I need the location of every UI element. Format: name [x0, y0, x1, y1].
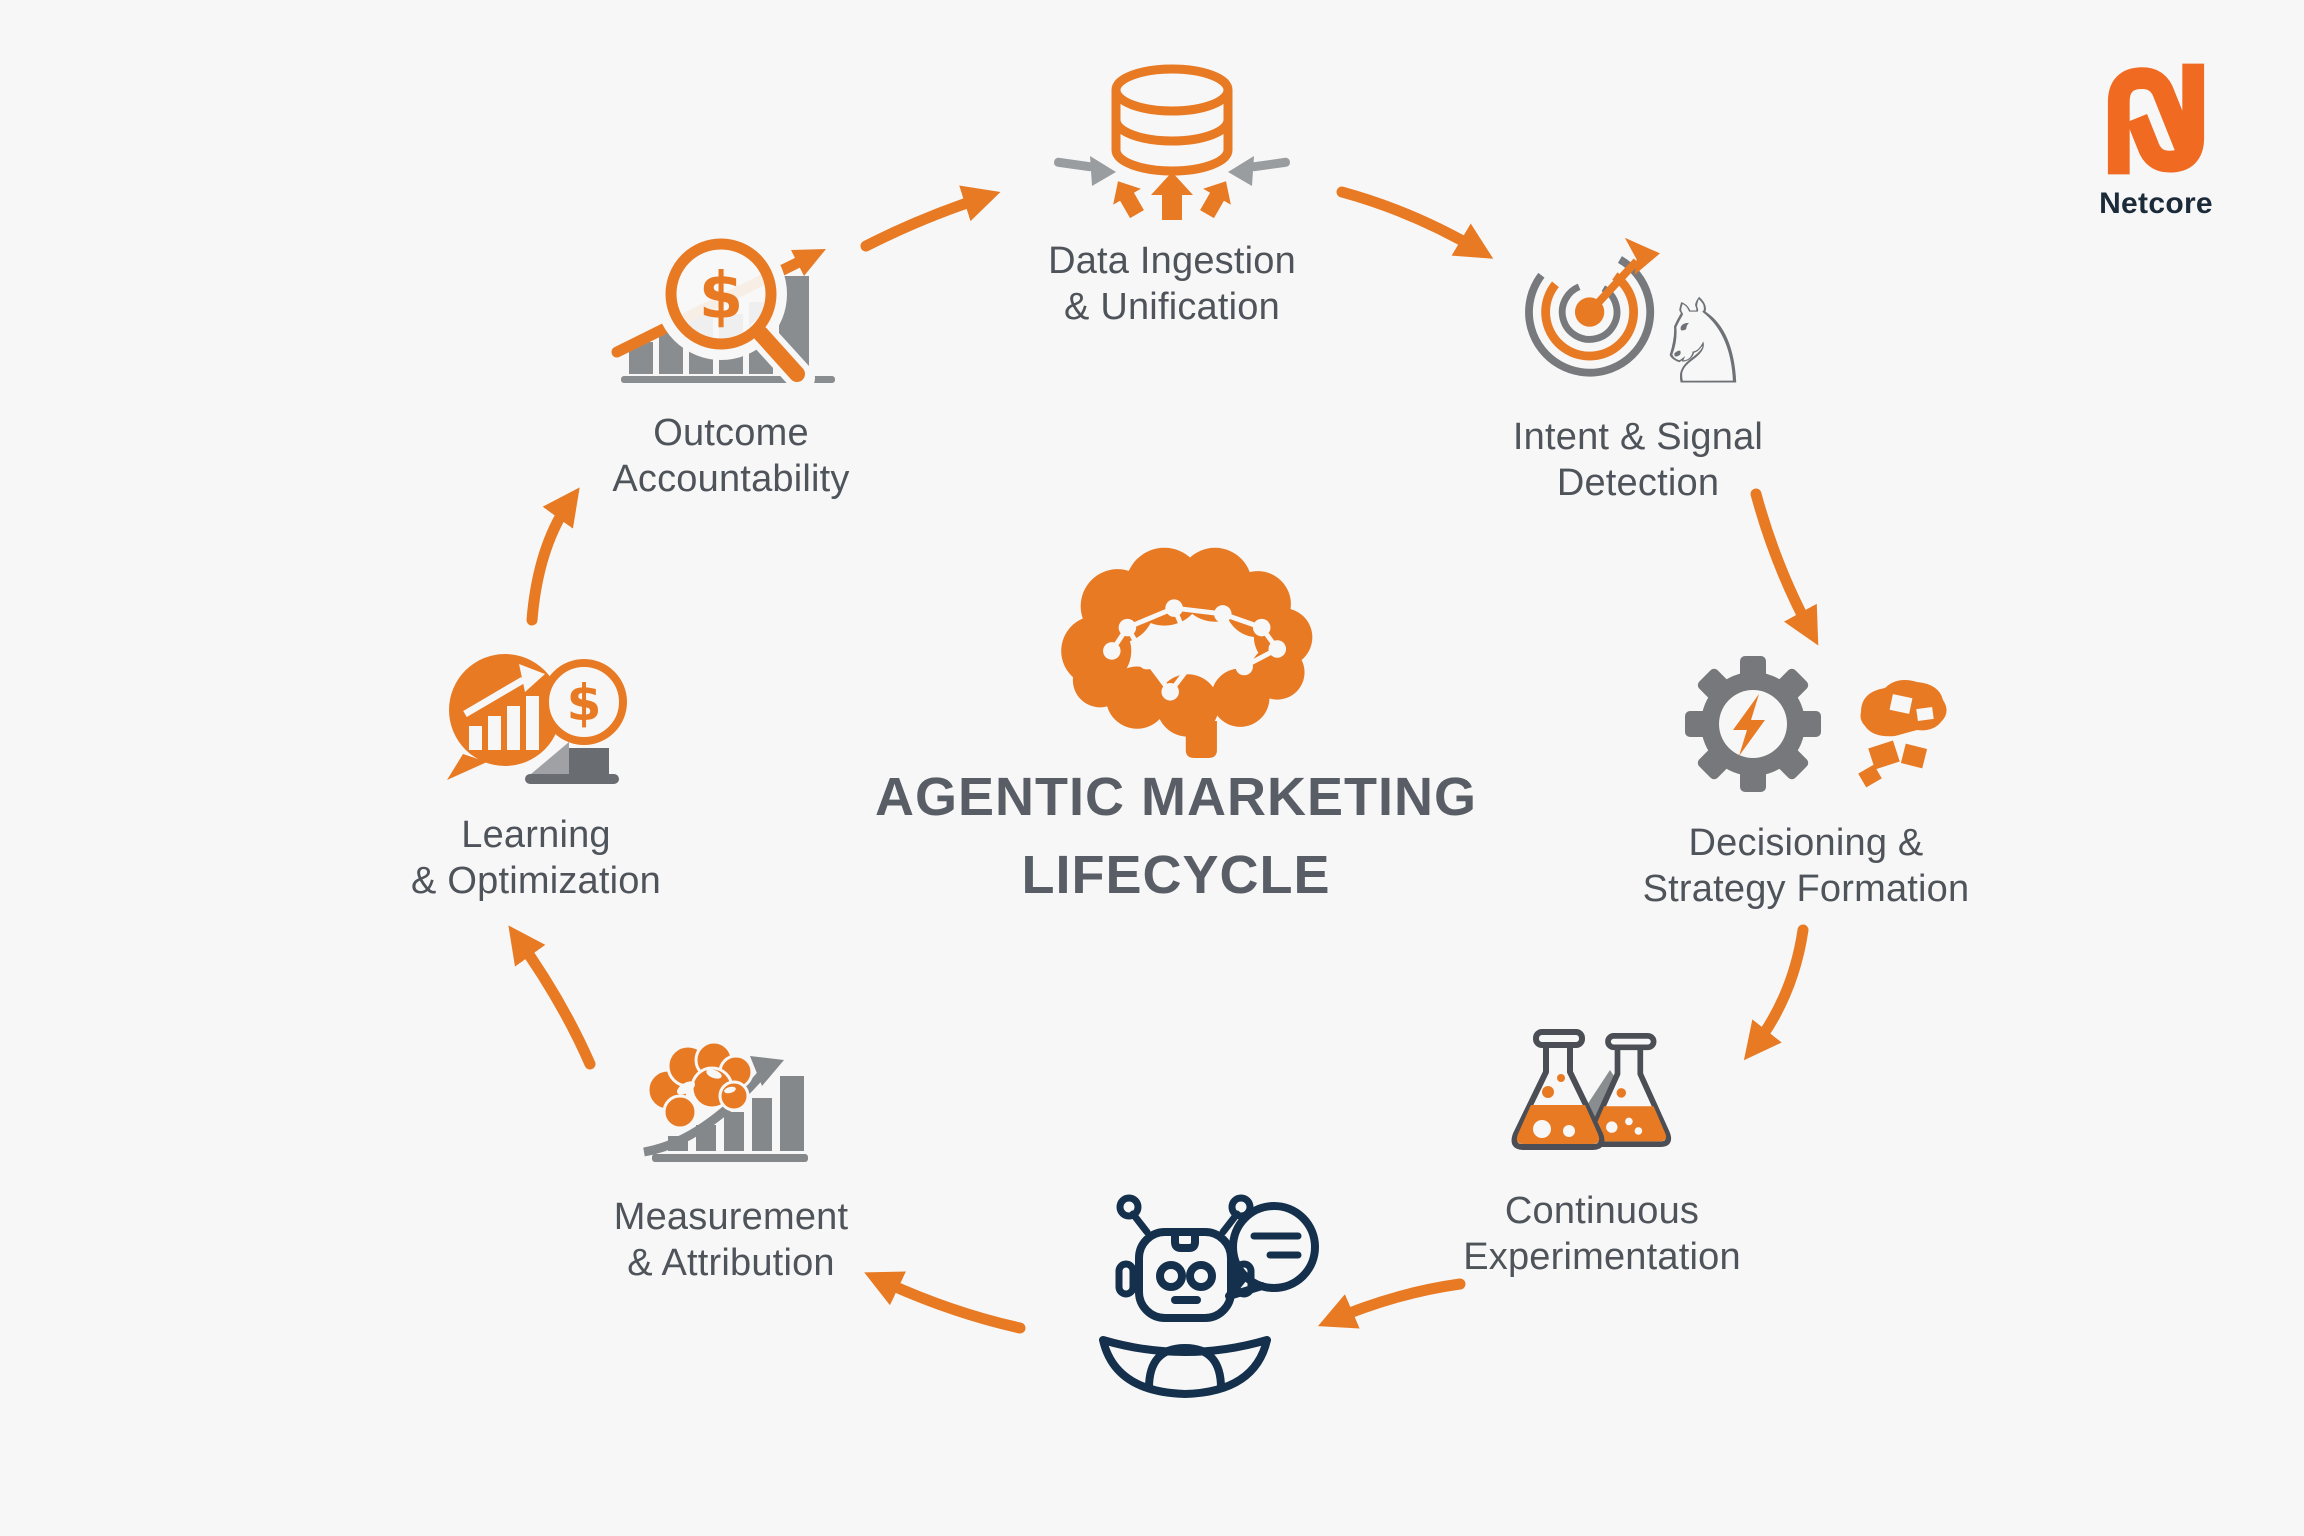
dollar-coin-icon: $	[541, 659, 627, 745]
chat-chart-dollar-icon: $	[447, 654, 627, 784]
stage-label-line1: Learning	[461, 814, 611, 856]
netcore-mark-icon	[2107, 63, 2205, 175]
database-ingest-icon	[1054, 64, 1290, 220]
stage-outcome-accountability: $ Outcome Accountability	[576, 230, 886, 502]
target-knight-icon: ♘	[1524, 237, 1755, 402]
robot-chat-icon	[1099, 1194, 1319, 1398]
stage-label-line1: Data Ingestion	[1048, 240, 1296, 282]
arrow-learning-to-outcome	[526, 487, 580, 626]
neural-brain-icon	[1061, 547, 1313, 758]
stage-data-ingestion-unification: Data Ingestion & Unification	[1012, 56, 1332, 330]
stage-label-line1: Decisioning &	[1688, 822, 1924, 864]
speech-bubble-chart	[447, 654, 561, 780]
arrow-ingestion-to-intent	[1336, 186, 1494, 259]
strategy-shape	[1858, 680, 1947, 788]
stage-label: Data Ingestion & Unification	[1012, 238, 1332, 330]
stage-continuous-experimentation: Continuous Experimentation	[1442, 1026, 1762, 1280]
stage-label-line2: & Unification	[1064, 286, 1280, 328]
stage-label: Intent & Signal Detection	[1478, 414, 1798, 506]
stage-label-line2: Strategy Formation	[1642, 868, 1970, 910]
arrow-agent-to-measurement	[864, 1271, 1026, 1334]
stage-label: Continuous Experimentation	[1442, 1188, 1762, 1280]
stage-label-line2: Experimentation	[1463, 1236, 1741, 1278]
chess-knight-glyph: ♘	[1650, 273, 1755, 402]
dollar-magnifier: $	[655, 230, 815, 392]
stage-label-line1: Intent & Signal	[1512, 416, 1764, 458]
brain-chart-icon	[643, 1040, 808, 1162]
magnifier-chart-icon: $	[611, 230, 835, 392]
stage-label-line2: & Optimization	[411, 860, 661, 902]
stage-label: Measurement & Attribution	[576, 1194, 886, 1286]
stage-ai-agent	[1072, 1190, 1332, 1412]
stage-label: Decisioning & Strategy Formation	[1638, 820, 1974, 912]
gear-bolt-icon	[1685, 656, 1947, 792]
diagram-title: AGENTIC MARKETING LIFECYCLE	[872, 758, 1480, 914]
flasks-icon	[1511, 1029, 1672, 1150]
stage-label-line1: Outcome	[653, 412, 809, 454]
laptop-shape	[525, 742, 619, 784]
brain-shape	[646, 1040, 754, 1130]
stage-intent-signal-detection: ♘ Intent & Signal Detection	[1478, 226, 1798, 506]
stage-label: Outcome Accountability	[576, 410, 886, 502]
stage-label-line2: & Attribution	[627, 1242, 835, 1284]
arrow-intent-to-decisioning	[1750, 488, 1819, 646]
stage-learning-optimization: $ Learning & Optimization	[376, 648, 696, 904]
arrow-experimentation-to-agent	[1317, 1278, 1466, 1329]
stage-label-line2: Accountability	[612, 458, 850, 500]
stage-label-line1: Measurement	[613, 1196, 849, 1238]
svg-text:$: $	[699, 260, 744, 334]
stage-label: Learning & Optimization	[376, 812, 696, 904]
svg-text:$: $	[567, 674, 602, 732]
stage-label-line1: Continuous	[1504, 1190, 1700, 1232]
stage-measurement-attribution: Measurement & Attribution	[576, 1030, 886, 1286]
diagram-title-line1: AGENTIC MARKETING	[875, 767, 1477, 827]
stage-decisioning-strategy-formation: Decisioning & Strategy Formation	[1638, 646, 1974, 912]
lightning-bolt-icon	[1733, 694, 1765, 756]
stage-label-line2: Detection	[1556, 462, 1720, 504]
netcore-wordmark: Netcore	[2099, 187, 2213, 220]
diagram-title-line2: LIFECYCLE	[1021, 845, 1331, 905]
netcore-logo: Netcore	[2086, 60, 2226, 221]
